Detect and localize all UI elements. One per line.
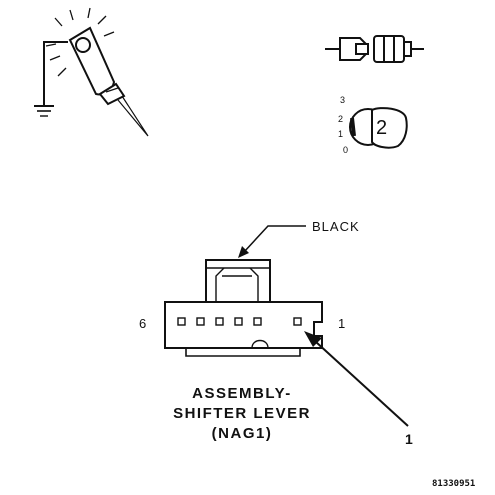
title-line-3: (NAG1) <box>212 425 273 442</box>
key-scale-0: 0 <box>343 145 348 155</box>
key-scale-2: 2 <box>338 114 343 124</box>
test-light-icon <box>34 7 149 137</box>
figure-id: 81330951 <box>432 479 475 489</box>
wire-color-arrowhead <box>238 246 249 258</box>
pin-label-1: 1 <box>338 316 345 331</box>
connector-face <box>164 259 323 357</box>
key-position-number: 2 <box>376 117 387 139</box>
callout-number: 1 <box>405 431 413 447</box>
key-scale-3: 3 <box>340 95 345 105</box>
title-line-2: SHIFTER LEVER <box>173 405 311 422</box>
connector-disconnect-icon <box>325 35 424 63</box>
wire-color-leader <box>243 225 306 253</box>
wire-color-label: BLACK <box>312 219 360 234</box>
callout-arrowhead <box>304 331 322 347</box>
key-scale-1: 1 <box>338 129 343 139</box>
ignition-key-icon: 3 2 1 0 2 <box>338 95 408 155</box>
ground-symbol-icon <box>34 105 54 117</box>
callout-leader <box>315 341 409 427</box>
title-line-1: ASSEMBLY- <box>192 385 292 402</box>
pin-label-6: 6 <box>139 316 146 331</box>
